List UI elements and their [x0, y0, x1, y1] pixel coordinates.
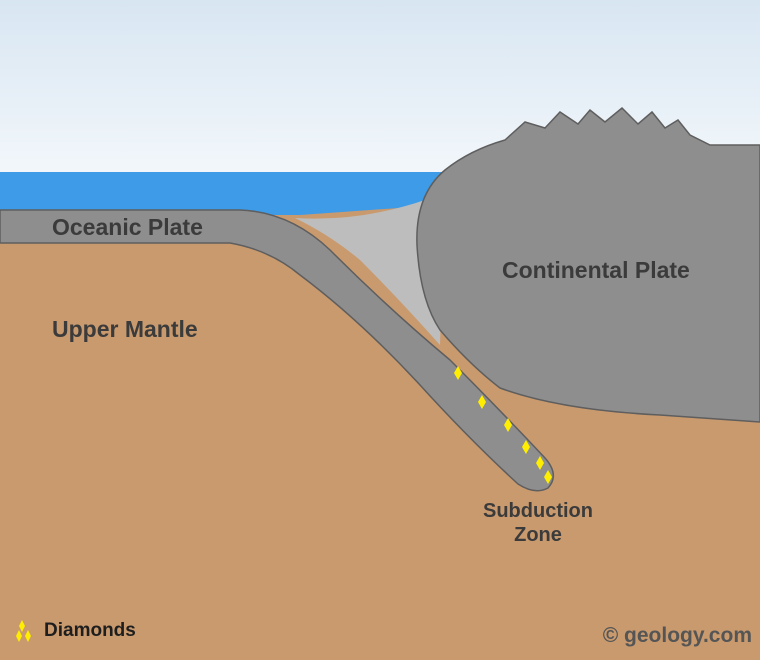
- oceanic-plate-shape: [0, 209, 554, 492]
- diamond-icon: [454, 366, 462, 380]
- continental-plate-label: Continental Plate: [502, 257, 690, 283]
- copyright-credit: © geology.com: [602, 624, 752, 647]
- diamonds-legend: Diamonds: [14, 618, 136, 644]
- diamond-icon: [478, 395, 486, 409]
- legend-label: Diamonds: [44, 620, 136, 641]
- oceanic-plate-label: Oceanic Plate: [52, 214, 203, 240]
- subduction-zone-label-line1: Subduction: [483, 500, 593, 522]
- subduction-zone-label-line2: Zone: [514, 524, 562, 546]
- diamond-icon: [504, 418, 512, 432]
- continental-plate-shape: [416, 106, 760, 423]
- diamond-markers: [454, 366, 552, 484]
- upper-mantle-label: Upper Mantle: [52, 316, 198, 342]
- ocean-water: [0, 172, 450, 215]
- diamond-icon: [536, 456, 544, 470]
- diamond-icon: [522, 440, 530, 454]
- diamond-icon: [16, 620, 31, 642]
- diamond-icon: [544, 470, 552, 484]
- accretionary-wedge: [295, 180, 445, 345]
